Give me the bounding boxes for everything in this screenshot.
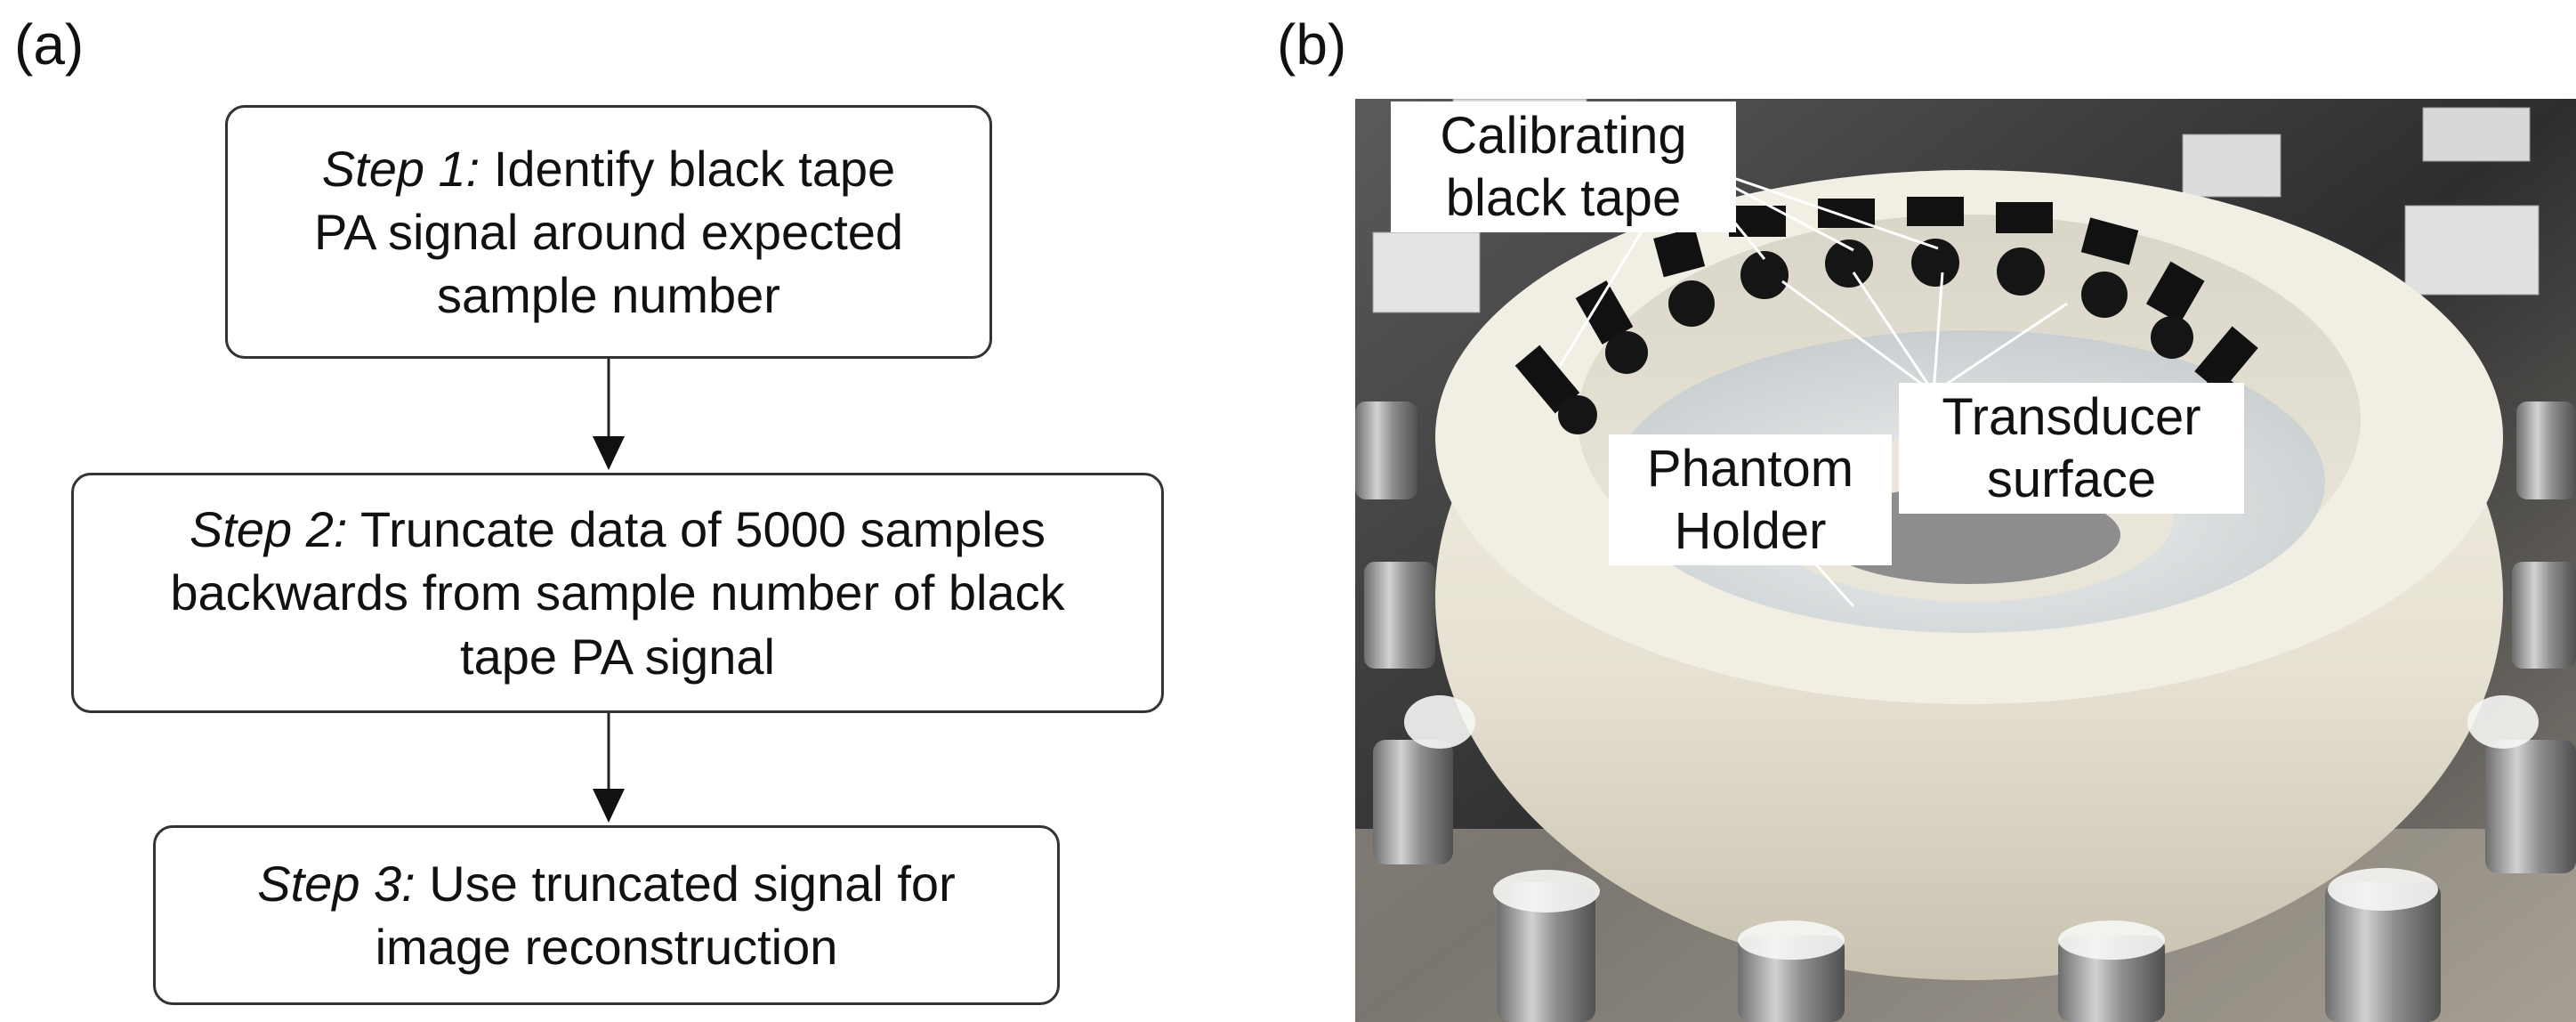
- flow-step-1: Step 1: Identify black tape PA signal ar…: [225, 105, 992, 359]
- callout-transducer-line2: surface: [1986, 450, 2157, 508]
- flow-step-1-prefix: Step 1:: [321, 140, 480, 197]
- panel-label-a: (a): [14, 12, 85, 77]
- callout-tape-line2: black tape: [1445, 168, 1682, 227]
- bnc-connectors: [1355, 402, 2576, 1022]
- flow-step-1-text: Step 1: Identify black tape PA signal ar…: [314, 137, 903, 327]
- callout-tape-line1: Calibrating: [1440, 107, 1687, 165]
- callout-calibrating-black-tape: Calibrating black tape: [1391, 101, 1736, 233]
- flow-step-3-line1: Use truncated signal for: [415, 855, 956, 912]
- arrow-step1-to-step2: [593, 359, 625, 470]
- setup-photo-illustration: [1355, 99, 2576, 1022]
- callout-transducer-line1: Transducer: [1942, 388, 2201, 446]
- flow-step-2-line2: backwards from sample number of black: [170, 564, 1065, 621]
- flow-step-1-line1: Identify black tape: [480, 140, 896, 197]
- callout-phantom-line2: Holder: [1674, 501, 1827, 560]
- flow-step-3-text: Step 3: Use truncated signal for image r…: [257, 852, 955, 978]
- flow-step-3: Step 3: Use truncated signal for image r…: [153, 825, 1060, 1005]
- panel-label-b: (b): [1277, 12, 1347, 77]
- callout-phantom-line1: Phantom: [1646, 440, 1854, 498]
- flow-arrows: [593, 359, 625, 823]
- sealing-tape: [1404, 695, 2539, 960]
- flow-step-2-prefix: Step 2:: [190, 501, 348, 558]
- flow-step-2-text: Step 2: Truncate data of 5000 samples ba…: [170, 498, 1064, 687]
- callout-transducer-surface: Transducer surface: [1899, 383, 2244, 515]
- callout-phantom-holder: Phantom Holder: [1609, 434, 1892, 566]
- flow-step-2: Step 2: Truncate data of 5000 samples ba…: [71, 473, 1164, 713]
- flow-step-1-line3: sample number: [437, 267, 780, 324]
- flow-step-1-line2: PA signal around expected: [313, 203, 904, 260]
- setup-photo: [1355, 99, 2576, 1022]
- arrow-step2-to-step3: [593, 713, 625, 823]
- flow-step-3-prefix: Step 3:: [257, 855, 416, 912]
- flow-step-2-line3: tape PA signal: [460, 628, 775, 685]
- flow-step-2-line1: Truncate data of 5000 samples: [347, 501, 1046, 558]
- flow-step-3-line2: image reconstruction: [375, 919, 838, 975]
